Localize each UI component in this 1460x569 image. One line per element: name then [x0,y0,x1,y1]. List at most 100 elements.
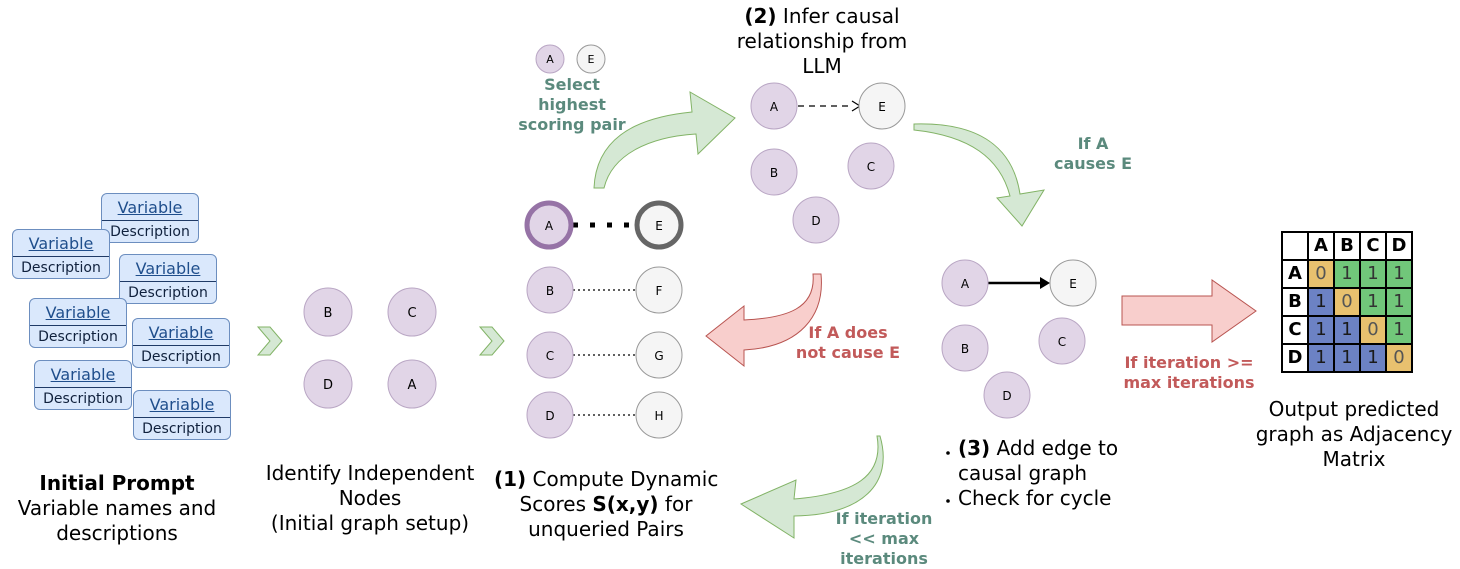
variable-name: Variable [50,365,116,384]
causes-arrow [913,123,1045,227]
output-arrow [1121,279,1257,343]
matrix-cell: 0 [1385,343,1413,373]
node-label: D [323,378,333,393]
caption-line: Infer causal [776,4,900,28]
iteration-max-label: If iteration >= max iterations [1114,353,1264,393]
node-label: H [654,409,663,423]
node-label: D [811,214,820,228]
label-line: If A does [808,323,888,342]
add-edge-caption: (3) Add edge to causal graph Check for c… [958,436,1118,511]
causes-label: If A causes E [1038,134,1148,174]
label-line: not cause E [795,343,901,362]
variable-description: Description [110,224,190,240]
label-line: If A [1077,134,1109,153]
matrix-header-row: A B C D [1281,231,1413,261]
matrix-row-header: A [1281,259,1309,289]
matrix-cell: 1 [1333,259,1361,289]
matrix-cell: 1 [1385,287,1413,317]
matrix-row-header: B [1281,287,1309,317]
matrix-corner [1281,231,1309,261]
matrix-cell: 1 [1307,343,1335,373]
node-label: B [770,166,778,180]
matrix-cell: 1 [1359,343,1387,373]
matrix-cell: 0 [1359,315,1387,345]
variable-name: Variable [148,323,214,342]
node-label: B [546,284,554,298]
node-label: C [1058,335,1066,349]
caption-line: LLM [802,54,842,78]
label-line: causes E [1053,154,1133,173]
label-line: scoring pair [518,115,626,134]
chevron-icon [478,326,505,356]
matrix-cell: 1 [1307,315,1335,345]
caption-line: causal graph [958,461,1088,485]
matrix-cell: 0 [1307,259,1335,289]
node-label: F [656,284,663,298]
caption-line: (Initial graph setup) [270,511,470,535]
matrix-row-header: C [1281,315,1309,345]
node-label: G [654,349,663,363]
node-label: E [1069,277,1077,291]
matrix-cell: 1 [1359,287,1387,317]
initial-prompt-line: descriptions [56,521,178,545]
variable-card: Variable Description [12,229,110,279]
step-number: (3) [958,436,991,460]
independent-nodes-cluster: B C D A [303,287,437,409]
select-pair-label: Select highest scoring pair [512,75,632,135]
matrix-cell: 1 [1307,287,1335,317]
node-label: B [961,342,969,356]
chevron-icon [256,326,283,356]
node-label: A [408,378,417,393]
score-function: S(x,y) [592,492,659,516]
variable-name: Variable [45,303,111,322]
variable-card: Variable Description [29,298,127,348]
initial-prompt-line: Variable names and [17,496,217,520]
node-label: A [545,219,554,233]
caption-line: Compute Dynamic [526,467,719,491]
selected-pair-icons: A E [535,44,606,74]
not-causes-label: If A does not cause E [788,323,908,363]
variable-card: Variable Description [34,360,132,410]
caption-line: Add edge to [990,436,1119,460]
infer-cluster: A E B C D [750,82,906,244]
matrix-col-header: C [1359,231,1387,261]
matrix-row: B 1 0 1 1 [1281,287,1413,317]
node-label: C [867,160,875,174]
caption-line: Matrix [1322,447,1386,471]
label-line: iterations [840,549,928,568]
node-label: E [655,219,663,233]
caption-line: Scores [519,492,593,516]
variable-name: Variable [135,259,201,278]
label-line: highest [538,95,606,114]
node-label: A [546,53,554,66]
node-label: C [407,306,416,321]
variable-description: Description [141,349,221,365]
pair-list: A E B F C G D H [524,200,684,439]
caption-line: Identify Independent [265,461,475,485]
output-caption: Output predicted graph as Adjacency Matr… [1242,397,1460,472]
label-line: Select [544,75,600,94]
matrix-col-header: B [1333,231,1361,261]
variable-description: Description [43,391,123,407]
node-label: A [961,277,970,291]
matrix-row: D 1 1 1 0 [1281,343,1413,373]
matrix-cell: 0 [1333,287,1361,317]
label-line: max iterations [1123,373,1255,392]
select-pair-arrow [593,91,736,189]
not-causes-arrow [705,273,822,368]
add-edge-cluster: A E B C D [941,259,1097,419]
matrix-col-header: D [1385,231,1413,261]
node-label: E [588,53,595,66]
matrix-row: A 0 1 1 1 [1281,259,1413,289]
loop-back-arrow [739,435,884,539]
matrix-col-header: A [1307,231,1335,261]
caption-line: for [658,492,693,516]
matrix-cell: 1 [1385,315,1413,345]
matrix-cell: 1 [1333,315,1361,345]
matrix-row: C 1 1 0 1 [1281,315,1413,345]
variable-description: Description [128,285,208,301]
initial-prompt-title: Initial Prompt [39,471,195,495]
iteration-loop-label: If iteration << max iterations [826,509,942,569]
